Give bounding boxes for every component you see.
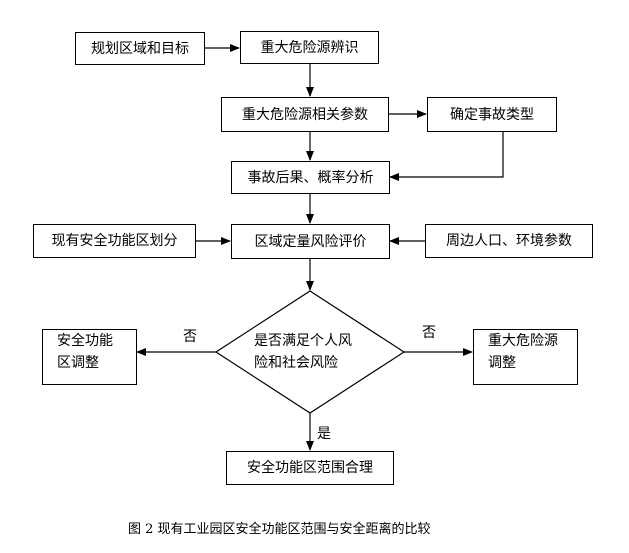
edge-label-yes-down: 是 (317, 426, 331, 442)
hazard-adjustment-line1: 重大危险源 (488, 333, 558, 349)
zone-adjustment-line1: 安全功能 (57, 333, 113, 349)
node-existing-zones: 现有安全功能区划分 (33, 224, 196, 258)
node-zone-adjustment: 安全功能 区调整 (42, 329, 137, 385)
edge-label-no-right: 否 (422, 325, 436, 341)
edge-label-no-left: 否 (183, 329, 197, 345)
decision-text-line1: 是否满足个人风 (254, 333, 352, 349)
arrow-accident-type-to-consequence (389, 132, 504, 181)
hazard-adjustment-line2: 调整 (488, 355, 516, 371)
decision-text-line2: 险和社会风险 (254, 355, 338, 371)
node-risk-evaluation: 区域定量风险评价 (231, 224, 390, 259)
node-consequence-analysis: 事故后果、概率分析 (231, 161, 390, 194)
figure-caption: 图 2 现有工业园区安全功能区范围与安全距离的比较 (128, 522, 431, 537)
node-hazard-identification: 重大危险源辨识 (240, 31, 379, 64)
node-result: 安全功能区范围合理 (226, 451, 394, 485)
node-hazard-adjustment: 重大危险源 调整 (473, 329, 578, 385)
node-hazard-parameters: 重大危险源相关参数 (221, 97, 389, 132)
node-planning-area: 规划区域和目标 (75, 32, 205, 65)
node-surroundings: 周边人口、环境参数 (425, 224, 593, 258)
zone-adjustment-line2: 区调整 (57, 355, 99, 371)
node-accident-type: 确定事故类型 (427, 97, 557, 132)
decision-text: 是否满足个人风 险和社会风险 (254, 330, 352, 374)
